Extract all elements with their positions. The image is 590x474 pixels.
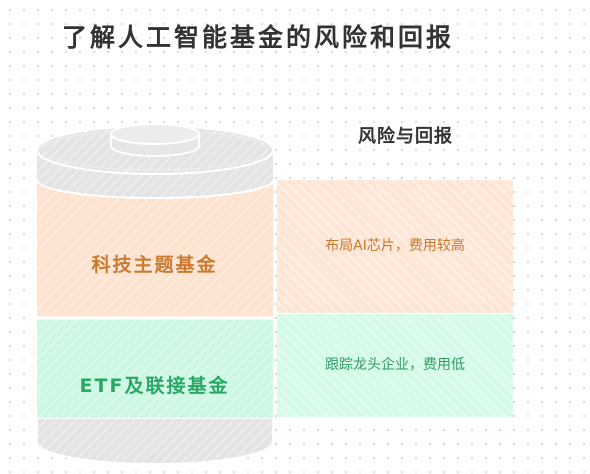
segment-label-tech: 科技主题基金 xyxy=(91,254,218,276)
description-text-tech: 布局AI芯片，费用较高 xyxy=(325,237,465,254)
description-box-tech: 布局AI芯片，费用较高 xyxy=(277,180,513,313)
page-title: 了解人工智能基金的风险和回报 xyxy=(62,23,455,52)
cylinder-segment-tech xyxy=(37,180,273,318)
diagram-subtitle: 风险与回报 xyxy=(358,126,453,147)
description-box-etf: 跟踪龙头企业，费用低 xyxy=(277,314,513,417)
cylinder-base xyxy=(36,417,274,465)
description-text-etf: 跟踪龙头企业，费用低 xyxy=(325,356,465,373)
segment-label-etf: ETF及联接基金 xyxy=(79,375,230,397)
cylinder-segment-etf xyxy=(37,318,273,418)
